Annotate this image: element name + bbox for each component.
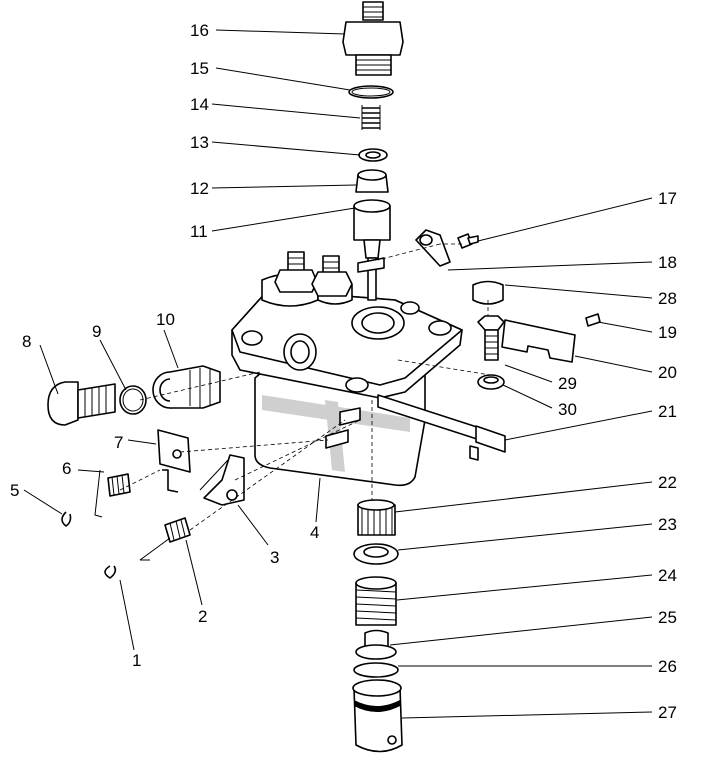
callout-23: 23 (658, 515, 677, 534)
cover-plate-and-screw (501, 313, 601, 363)
alignment-lines (119, 243, 491, 531)
callout-12: 12 (190, 179, 209, 198)
callout-30: 30 (558, 400, 577, 419)
callout-24: 24 (658, 566, 677, 585)
governor-linkage-parts (61, 429, 245, 579)
callout-13: 13 (190, 133, 209, 152)
callout-10: 10 (156, 310, 175, 329)
callout-18: 18 (658, 253, 677, 272)
delivery-valve-stack (342, 1, 404, 301)
pump-body (231, 251, 463, 487)
cap-bolt-washer (472, 280, 505, 390)
callout-4: 4 (310, 523, 319, 542)
callout-25: 25 (658, 608, 677, 627)
callout-20: 20 (658, 363, 677, 382)
banjo-fitting (47, 365, 221, 426)
callout-3: 3 (270, 548, 279, 567)
callout-21: 21 (658, 402, 677, 421)
callout-7: 7 (114, 433, 123, 452)
callout-16: 16 (190, 21, 209, 40)
callout-labels: 16 15 14 13 12 11 17 18 28 19 20 29 30 2… (10, 21, 677, 722)
callout-19: 19 (658, 323, 677, 342)
callout-15: 15 (190, 59, 209, 78)
callout-26: 26 (658, 657, 677, 676)
callout-17: 17 (658, 189, 677, 208)
callout-5: 5 (10, 481, 19, 500)
callout-22: 22 (658, 473, 677, 492)
callout-2: 2 (198, 607, 207, 626)
callout-8: 8 (22, 332, 31, 351)
callout-27: 27 (658, 703, 677, 722)
callout-14: 14 (190, 95, 209, 114)
callout-28: 28 (658, 289, 677, 308)
shaft (325, 394, 506, 461)
callout-11: 11 (190, 222, 208, 241)
leader-lines (23, 29, 653, 719)
callout-1: 1 (132, 651, 141, 670)
bleed-screw-and-bracket (415, 229, 479, 267)
callout-9: 9 (92, 322, 101, 341)
plunger-assembly (352, 499, 403, 753)
callout-29: 29 (558, 374, 577, 393)
callout-6: 6 (62, 459, 71, 478)
